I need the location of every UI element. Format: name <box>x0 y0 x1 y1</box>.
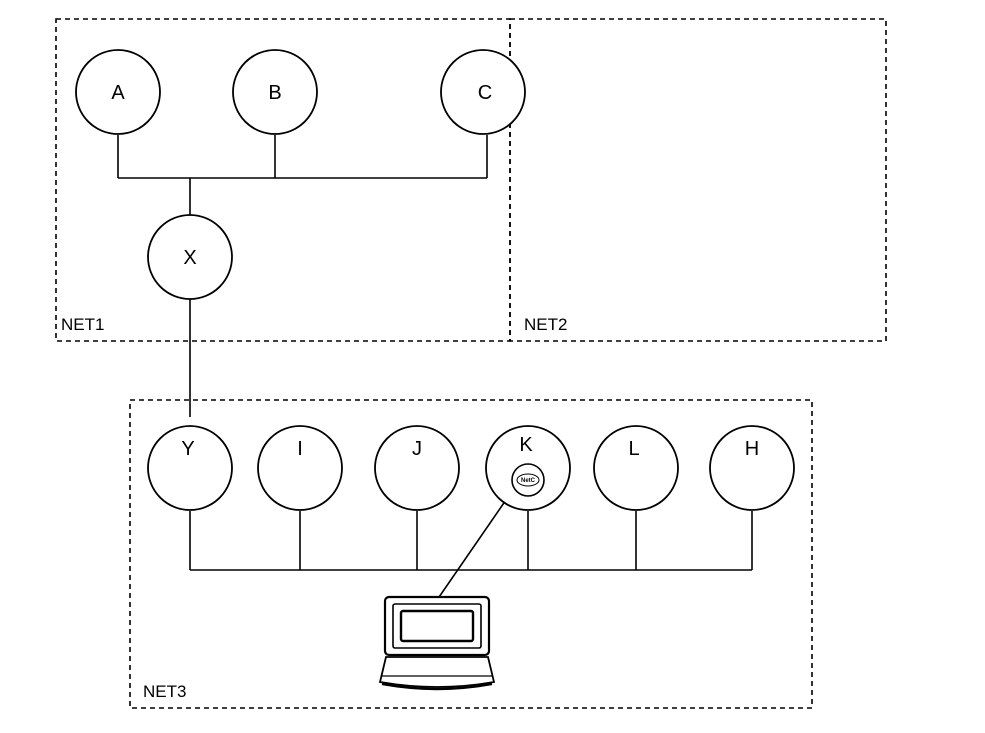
net3-bus <box>189 511 753 571</box>
node-a-label: A <box>111 82 125 104</box>
node-i-label: I <box>297 438 303 460</box>
net1-label: NET1 <box>61 315 104 334</box>
node-h-label: H <box>745 438 759 460</box>
k-badge-label: NetC <box>521 478 536 484</box>
node-k: K NetC <box>485 425 571 511</box>
node-k-label: K <box>519 434 533 456</box>
terminal-link <box>436 496 509 601</box>
net2-label: NET2 <box>524 315 567 334</box>
net1-bus <box>117 135 488 215</box>
net2-boundary <box>509 18 887 342</box>
node-y: Y <box>147 425 233 511</box>
net3-label: NET3 <box>143 682 186 701</box>
node-c: C <box>440 49 526 135</box>
node-x-label: X <box>183 247 196 269</box>
node-a: A <box>75 49 161 135</box>
node-b-label: B <box>268 82 281 104</box>
node-j-label: J <box>412 438 422 460</box>
node-y-label: Y <box>181 438 194 460</box>
node-x: X <box>147 214 233 300</box>
node-b: B <box>232 49 318 135</box>
node-j: J <box>374 425 460 511</box>
node-h: H <box>709 425 795 511</box>
terminal-icon <box>378 595 496 691</box>
node-l-label: L <box>628 438 639 460</box>
node-l: L <box>593 425 679 511</box>
node-c-label: C <box>478 82 492 104</box>
node-i: I <box>257 425 343 511</box>
k-badge: NetC <box>511 463 545 497</box>
